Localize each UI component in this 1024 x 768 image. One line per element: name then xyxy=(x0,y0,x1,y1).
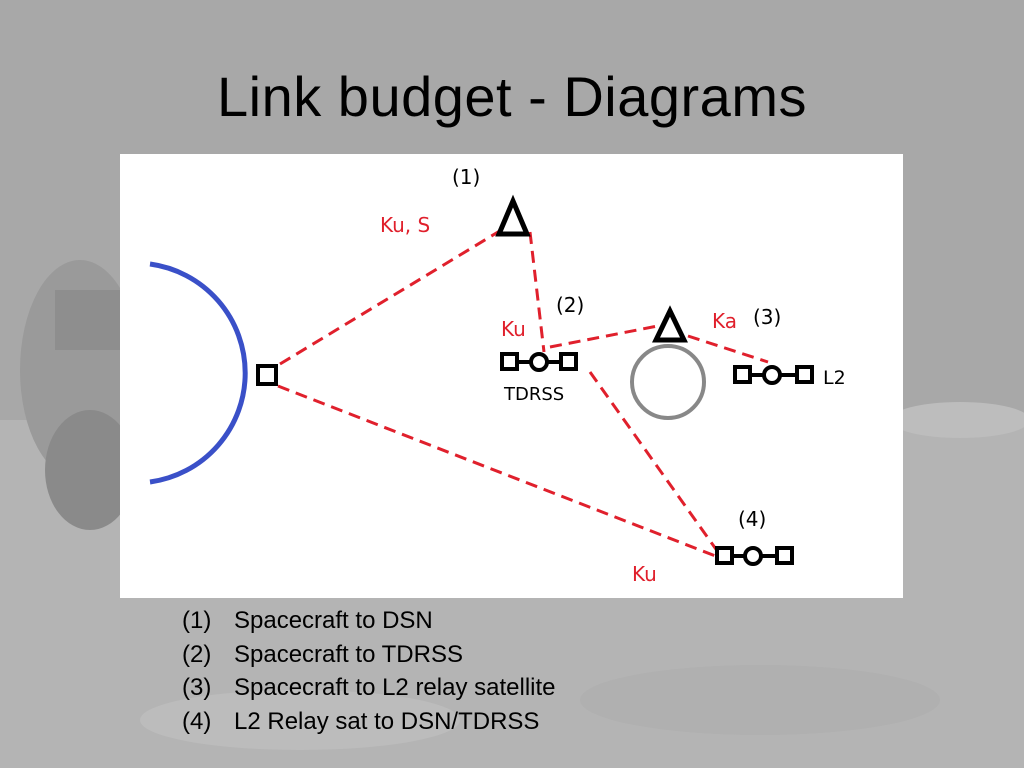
legend-item: (4) L2 Relay sat to DSN/TDRSS xyxy=(182,705,556,739)
label-tdrss: TDRSS xyxy=(503,384,564,405)
label-link-ku-bottom: Ku xyxy=(632,562,657,586)
link-spacecraft1-to-tdrss xyxy=(528,231,546,353)
label-link-ku-s: Ku, S xyxy=(380,213,430,237)
tdrss-satellite-icon xyxy=(500,352,578,372)
label-node-3: (3) xyxy=(753,305,781,329)
moon-icon xyxy=(630,344,706,420)
link-spacecraft3-to-l2 xyxy=(687,334,769,364)
spacecraft-3-icon xyxy=(652,305,688,343)
legend-list: (1) Spacecraft to DSN (2) Spacecraft to TD… xyxy=(182,604,556,738)
spacecraft-1-icon xyxy=(495,194,531,237)
label-node-4: (4) xyxy=(738,507,766,531)
link-ground-to-relay4 xyxy=(277,384,719,559)
legend-item-text: Spacecraft to DSN xyxy=(234,607,433,634)
relay-satellite-4-icon xyxy=(715,546,794,566)
label-l2: L2 xyxy=(823,367,846,389)
legend-item-text: L2 Relay sat to DSN/TDRSS xyxy=(234,707,540,735)
slide-title: Link budget - Diagrams xyxy=(217,65,807,128)
legend-item-number: (1) xyxy=(182,607,212,634)
legend-item-number: (2) xyxy=(182,640,212,668)
label-node-1: (1) xyxy=(452,165,480,189)
l2-relay-satellite-icon xyxy=(733,365,814,385)
legend-item-number: (4) xyxy=(182,707,212,735)
legend-item: (3) Spacecraft to L2 relay satellite xyxy=(182,671,556,705)
legend-item-number: (3) xyxy=(182,674,212,701)
label-node-2: (2) xyxy=(556,293,584,317)
link-tdrss-to-spacecraft3 xyxy=(549,322,669,349)
label-link-ku-tdrss: Ku xyxy=(501,317,526,341)
legend-item-text: Spacecraft to L2 relay satellite xyxy=(234,674,556,701)
link-ground-to-spacecraft1 xyxy=(279,227,504,366)
ground-station-icon xyxy=(256,364,278,386)
label-link-ka: Ka xyxy=(712,309,737,333)
link-diagram: (1) (2) (3) (4) Ku, S Ku Ka Ku TDRSS L2 xyxy=(120,154,903,598)
legend-item-text: Spacecraft to TDRSS xyxy=(234,640,463,668)
legend-item: (2) Spacecraft to TDRSS xyxy=(182,638,556,672)
earth-arc xyxy=(149,261,248,485)
link-diagram-svg: (1) (2) (3) (4) Ku, S Ku Ka Ku TDRSS L2 xyxy=(149,165,846,586)
legend-item: (1) Spacecraft to DSN xyxy=(182,604,556,638)
